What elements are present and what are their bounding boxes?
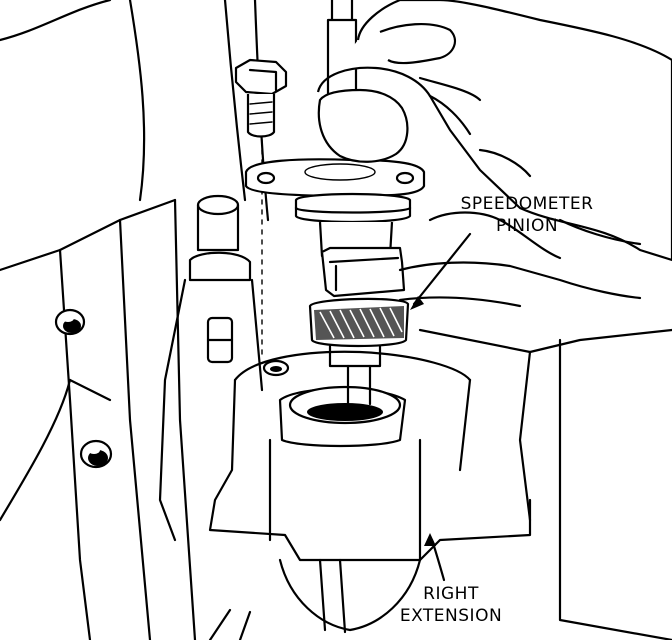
case-bolt-upper <box>54 308 86 336</box>
pinion-clip <box>320 246 406 298</box>
speedometer-pinion-label-line1: SPEEDOMETER <box>460 194 594 214</box>
retaining-bolt <box>234 58 288 361</box>
pinion-retainer <box>244 158 426 258</box>
hand-right <box>316 0 672 308</box>
leader-speedometer-pinion <box>412 232 472 306</box>
leader-arrowhead-pinion <box>410 296 424 310</box>
stud-post <box>158 194 264 542</box>
right-extension <box>208 350 532 640</box>
speedometer-pinion-label: SPEEDOMETER PINION <box>442 193 612 237</box>
right-extension-label: RIGHT EXTENSION <box>386 583 516 627</box>
speedometer-pinion-label-line2: PINION <box>495 216 559 236</box>
speedometer-cable <box>326 0 358 102</box>
right-extension-label-line2: EXTENSION <box>399 606 503 626</box>
case-bolt-lower <box>79 439 113 469</box>
housing-right <box>418 328 672 640</box>
right-extension-label-line1: RIGHT <box>423 584 479 604</box>
pinion-gear <box>308 297 410 406</box>
leader-arrowhead-extension <box>424 533 436 546</box>
